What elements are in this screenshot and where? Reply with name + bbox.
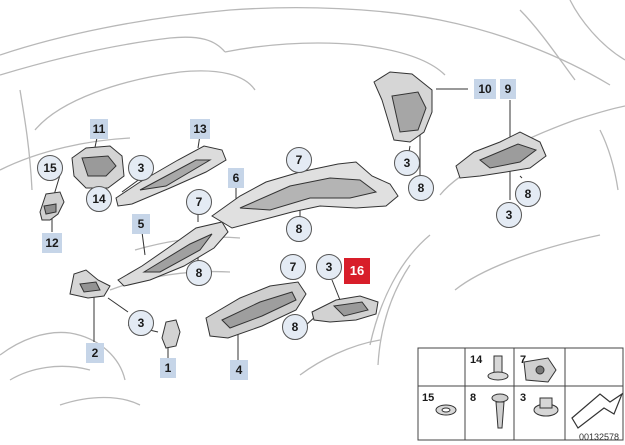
legend-number-7: 7: [520, 354, 527, 366]
legend-clip-nut-7: [523, 357, 557, 383]
label-11: 11: [90, 119, 108, 139]
part-2-shape: [69, 269, 111, 299]
label-4: 4: [230, 360, 248, 380]
part-10-shape: [373, 71, 433, 143]
callout-14: 14: [86, 186, 112, 212]
label-9: 9: [500, 79, 516, 99]
callout-8-c: 8: [282, 314, 308, 340]
part-5-shape: [117, 221, 229, 287]
label-6: 6: [228, 168, 244, 188]
part-4-shape: [205, 281, 307, 339]
legend-bolt-14: [487, 355, 509, 381]
part-9-shape: [455, 131, 547, 179]
fastener-legend-panel: [417, 347, 624, 441]
label-12: 12: [42, 233, 62, 253]
part-6-shape: [211, 161, 399, 229]
legend-number-14: 14: [470, 354, 483, 366]
part-1-shape: [161, 319, 181, 349]
label-10: 10: [474, 79, 496, 99]
callout-3-c: 3: [128, 310, 154, 336]
callout-8-d: 8: [408, 175, 434, 201]
label-5: 5: [132, 214, 150, 234]
part-13-shape: [115, 145, 227, 207]
callout-15: 15: [37, 155, 63, 181]
callout-8-b: 8: [186, 260, 212, 286]
legend-number-3: 3: [520, 392, 527, 404]
callout-7-c: 7: [280, 254, 306, 280]
callout-7-b: 7: [186, 189, 212, 215]
callout-8-e: 8: [515, 181, 541, 207]
callout-3-d: 3: [394, 150, 420, 176]
direction-arrow-icon: [571, 392, 624, 429]
legend-number-15: 15: [422, 392, 435, 404]
label-13: 13: [190, 119, 210, 139]
legend-number-8: 8: [470, 392, 477, 404]
callout-3-a: 3: [128, 155, 154, 181]
callout-3-e: 3: [496, 202, 522, 228]
label-2: 2: [86, 343, 104, 363]
part-12-shape: [39, 191, 65, 221]
label-1: 1: [160, 358, 176, 378]
catalog-number: 00132578: [578, 432, 619, 442]
part-16-shape: [311, 295, 379, 323]
part-11-shape: [71, 145, 125, 189]
callout-7-a: 7: [286, 147, 312, 173]
callout-3-b: 3: [316, 254, 342, 280]
callout-8-a: 8: [286, 216, 312, 242]
legend-washer-15: [435, 404, 457, 416]
car-body-outline: [0, 0, 625, 406]
legend-nut-3: [533, 397, 559, 417]
label-16-highlighted: 16: [344, 258, 370, 284]
legend-screw-8: [491, 393, 509, 429]
